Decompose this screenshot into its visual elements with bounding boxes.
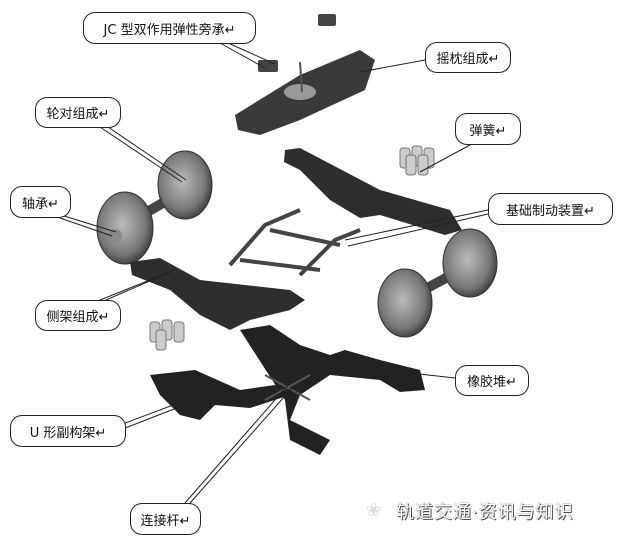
side-frame-part <box>130 258 305 330</box>
wheelset-part <box>96 150 213 265</box>
bolster-part <box>235 50 375 135</box>
watermark-logo-icon: ❀ <box>366 500 382 521</box>
callout-wheelset: 轮对组成↵ <box>35 97 121 128</box>
callout-spring: 弹簧↵ <box>455 113 521 145</box>
side-bearing-part <box>318 14 336 26</box>
callout-rubber-pad: 橡胶堆↵ <box>455 365 529 396</box>
brake-rigging-part <box>228 208 361 277</box>
callout-side-frame: 侧架组成↵ <box>35 300 121 331</box>
side-frame-part <box>284 148 462 235</box>
leader-lines <box>59 42 489 504</box>
watermark: 轨道交通·资讯与知识 <box>396 502 574 523</box>
callout-link-rod: 连接杆↵ <box>130 503 201 535</box>
callout-bearing: 轴承↵ <box>10 186 71 218</box>
callout-u-subframe: U 形副构架↵ <box>10 415 126 447</box>
u-subframe-part <box>150 325 425 455</box>
link-rod-part <box>264 374 311 401</box>
wheelset-part <box>377 228 498 338</box>
callout-side-bearing: JC 型双作用弹性旁承↵ <box>83 12 256 44</box>
callout-brake: 基础制动装置↵ <box>488 193 613 225</box>
callout-bolster: 摇枕组成↵ <box>425 42 511 73</box>
spring-part <box>149 145 435 351</box>
